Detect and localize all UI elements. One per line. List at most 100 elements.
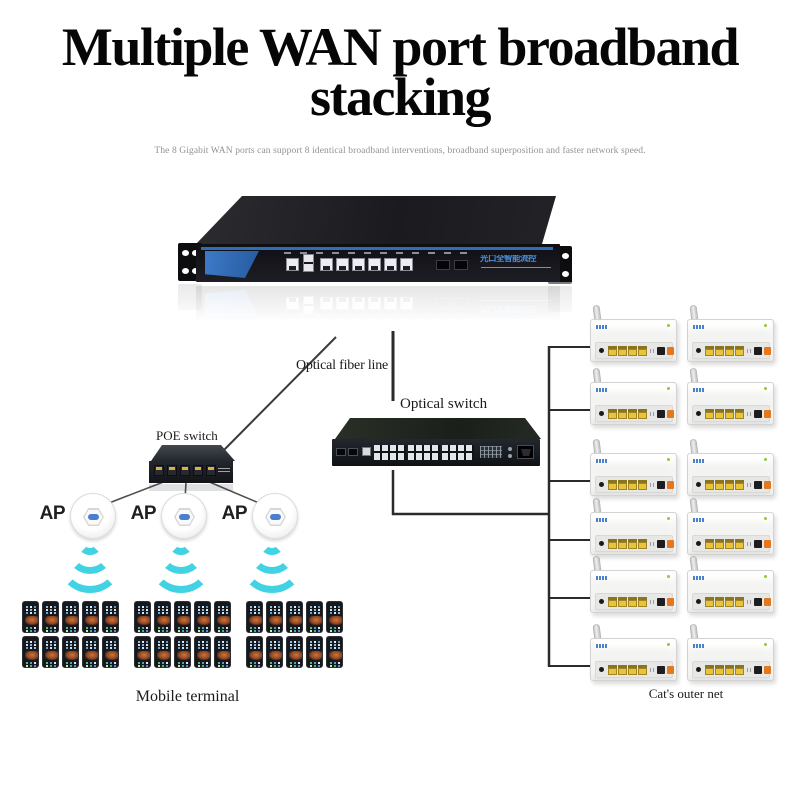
onu-modem-device [588,555,680,620]
onu-modem-device [588,367,680,432]
fiber-port [657,666,665,674]
power-connector [599,599,604,604]
onu-modem-device [685,438,777,503]
modem-status-led [667,458,670,461]
poe-to-ap3 [206,480,260,504]
fiber-port-orange [667,598,674,606]
lan-port [628,597,637,607]
onu-modem-device [685,304,777,369]
modem-port-panel [692,535,771,552]
poe-switch-label: POE switch [156,428,218,443]
router-chassis-top [196,196,556,244]
smartphone-icon [82,636,99,668]
modem-status-led [764,387,767,390]
lan-port [705,346,714,356]
lan-port [725,480,734,490]
lan-port [715,665,724,675]
lan-port [725,539,734,549]
poe-port [167,465,177,476]
modem-body [687,570,774,613]
smartphone-icon [22,601,39,633]
fiber-port-orange [764,598,771,606]
mobile-terminal-label: Mobile terminal [135,688,240,705]
modem-logo [596,518,608,522]
modem-body [687,453,774,496]
smartphone-icon [134,601,151,633]
smartphone-icon [62,601,79,633]
smartphone-icon [266,636,283,668]
power-connector [696,599,701,604]
modem-status-led [667,643,670,646]
access-point: AP [23,492,163,542]
fiber-port-orange [667,540,674,548]
fiber-port [754,540,762,548]
lan-port [715,539,724,549]
sfp-port [336,448,346,456]
fiber-port [657,347,665,355]
smartphone-icon [214,636,231,668]
title-line1: Multiple WAN port broadband [61,17,740,77]
lan-port [638,480,647,490]
smartphone-icon [134,636,151,668]
poe-switch-front [149,461,233,483]
onu-modem-device [685,367,777,432]
lan-port [638,665,647,675]
page-title: Multiple WAN port broadband stacking [0,17,800,128]
poe-port [206,465,216,476]
modem-status-led [764,575,767,578]
smartphone-icon [266,601,283,633]
console-port [362,447,371,456]
optical-switch-device [332,416,544,478]
ap-label: AP [130,503,157,524]
lan-port [618,597,627,607]
power-connector [696,348,701,353]
onu-modem-device [588,623,680,688]
fiber-port-orange [764,410,771,418]
modem-status-led [667,324,670,327]
modem-body [687,512,774,555]
modem-port-panel [692,342,771,359]
power-connector [599,482,604,487]
ap-logo [270,514,281,520]
router-blue-strip [201,247,553,250]
power-connector [599,667,604,672]
modem-logo [596,325,608,329]
fiber-port [754,666,762,674]
line-optical-fiber-diagonal [223,336,337,451]
rj45-port-group [408,445,440,460]
modem-body [590,319,677,362]
modem-status-led [667,517,670,520]
lan-port [608,539,617,549]
ap-logo [88,514,99,520]
eth-port [400,258,413,271]
onu-modem-device [588,304,680,369]
fiber-port [657,598,665,606]
modem-body [687,382,774,425]
sfp-port [348,448,358,456]
lan-port [628,346,637,356]
power-connector [696,411,701,416]
lan-port [705,409,714,419]
modem-logo [596,644,608,648]
onu-modem-device [685,623,777,688]
smartphone-icon [194,636,211,668]
modem-body [590,512,677,555]
modem-port-panel [692,661,771,678]
rj45-port-group [374,445,406,460]
fiber-port [754,410,762,418]
ap-logo [179,514,190,520]
lan-port [735,597,744,607]
poe-port [180,465,190,476]
smartphone-icon [154,636,171,668]
lan-port [705,480,714,490]
title-line2: stacking [309,67,492,128]
lan-port [705,665,714,675]
fiber-port-orange [667,666,674,674]
power-inlet [517,445,534,459]
lan-port [618,346,627,356]
lan-port [608,480,617,490]
rj45-port-group [442,445,474,460]
ap-label: AP [39,503,66,524]
switch-buttons [508,447,512,451]
lan-port [735,665,744,675]
